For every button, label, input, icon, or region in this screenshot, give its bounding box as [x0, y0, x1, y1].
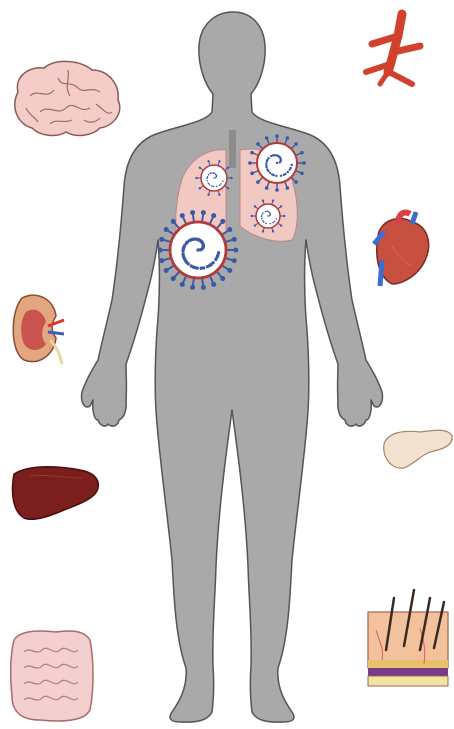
- skin-icon: [368, 590, 448, 686]
- pancreas-icon: [384, 430, 452, 468]
- artery-icon: [366, 14, 420, 84]
- body-outline: [82, 12, 383, 722]
- intestine-icon: [11, 631, 93, 721]
- body-silhouette: [82, 12, 383, 722]
- trachea: [229, 130, 236, 168]
- virus-upper-right: [248, 134, 306, 192]
- liver-icon: [12, 467, 98, 520]
- heart-icon: [374, 212, 429, 286]
- brain-icon: [15, 61, 120, 135]
- kidney-icon: [13, 295, 64, 364]
